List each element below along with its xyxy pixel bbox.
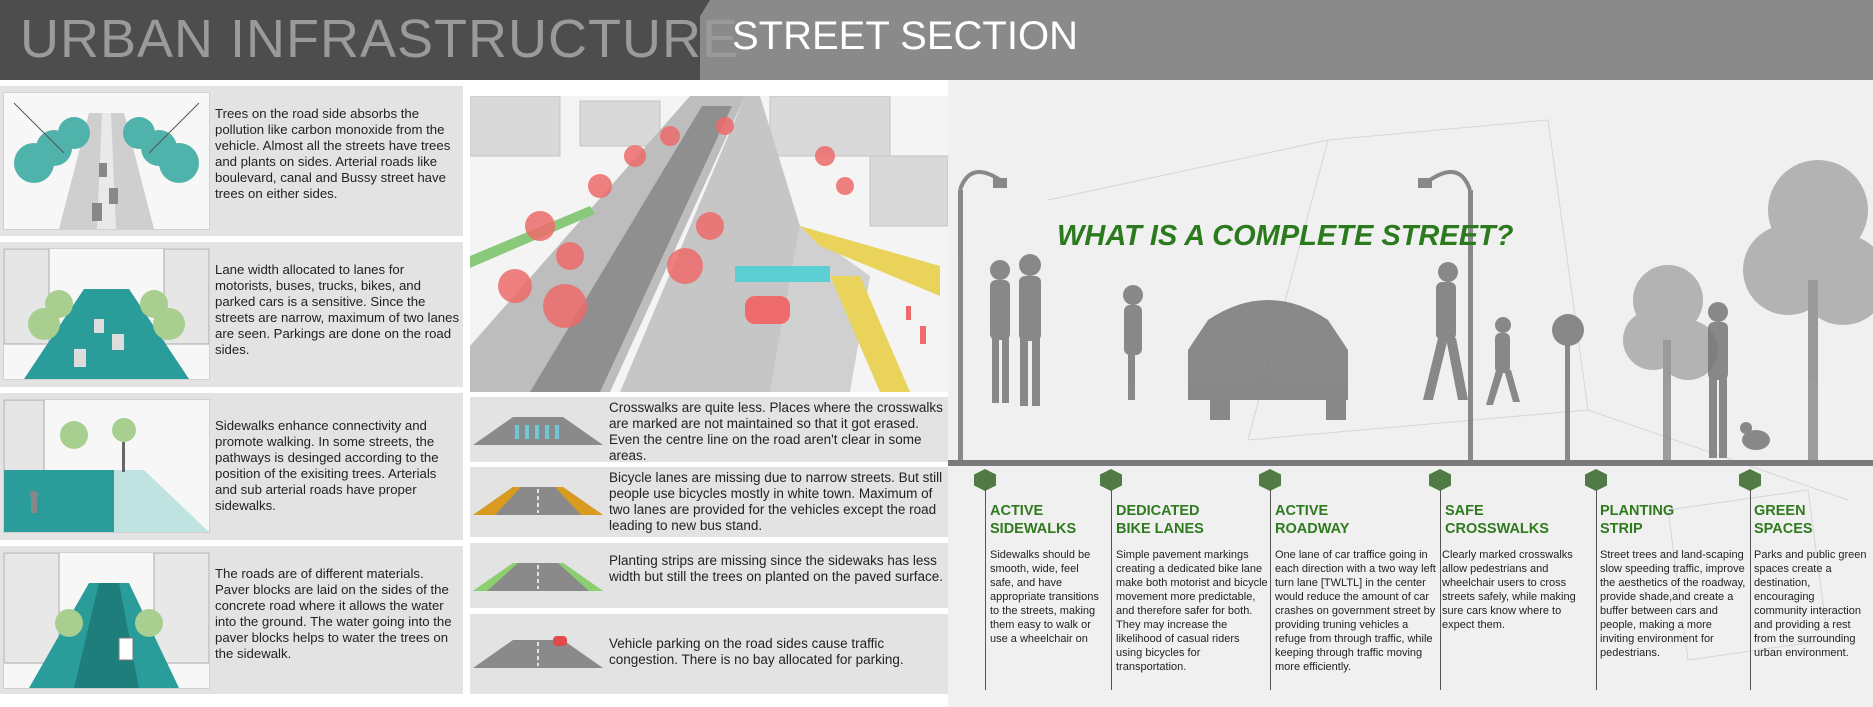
feature-body-planting-strip: Street trees and land-scaping slow speed… [1600,549,1746,659]
feature-marker [1429,469,1451,491]
left-card-text: Trees on the road side absorbs the pollu… [215,106,451,201]
page-title: URBAN INFRASTRUCTURE [20,9,740,69]
feature-divider [1596,490,1597,690]
left-card-text: The roads are of different materials. Pa… [215,566,452,661]
mid-card-text: Planting strips are missing since the si… [609,553,943,584]
planting-strip-road-icon [473,551,603,599]
feature-divider [1270,490,1271,690]
lane-width-illustration [3,248,210,380]
mid-card-text: Vehicle parking on the road sides cause … [609,636,904,667]
left-card-text: Sidewalks enhance connectivity and promo… [215,418,439,513]
ground-line [948,460,1873,466]
mid-card-text: Crosswalks are quite less. Places where … [609,400,943,463]
left-card-materials: The roads are of different materials. Pa… [0,546,463,694]
mid-card-planting-strips: Planting strips are missing since the si… [470,543,948,608]
feature-divider [1440,490,1441,690]
feature-body-crosswalks: Clearly marked crosswalks allow pedestri… [1442,549,1576,631]
street-3d-illustration [470,96,948,392]
mid-card-parking: Vehicle parking on the road sides cause … [470,614,948,694]
header-left-band [0,0,700,80]
feature-marker [1259,469,1281,491]
mid-card-text: Bicycle lanes are missing due to narrow … [609,470,943,533]
street-trees-illustration [3,92,210,230]
feature-marker [974,469,996,491]
crosswalk-road-icon [473,405,603,453]
feature-body-sidewalks: Sidewalks should be smooth, wide, feel s… [990,549,1099,645]
feature-marker [1585,469,1607,491]
mid-card-bike-lanes: Bicycle lanes are missing due to narrow … [470,467,948,537]
complete-street-panel [948,80,1873,707]
left-card-lanes: Lane width allocated to lanes for motori… [0,242,463,387]
feature-body-bike-lanes: Simple pavement markings creating a dedi… [1116,549,1268,673]
parking-road-icon [473,628,603,676]
road-materials-illustration [3,552,210,689]
left-card-text: Lane width allocated to lanes for motori… [215,262,460,357]
feature-divider [1111,490,1112,690]
feature-divider [985,490,986,690]
feature-marker [1739,469,1761,491]
sidewalk-illustration [3,399,210,533]
left-card-trees: Trees on the road side absorbs the pollu… [0,86,463,236]
feature-divider [1750,490,1751,690]
left-card-sidewalks: Sidewalks enhance connectivity and promo… [0,393,463,540]
bike-lane-road-icon [473,475,603,523]
feature-body-roadway: One lane of car traffice going in each d… [1275,549,1436,673]
mid-card-crosswalks: Crosswalks are quite less. Places where … [470,397,948,463]
feature-marker [1100,469,1122,491]
section-title: STREET SECTION [732,14,1078,58]
complete-street-question: WHAT IS A COMPLETE STREET? [1057,220,1514,252]
feature-body-green-spaces: Parks and public green spaces create a d… [1754,549,1867,659]
